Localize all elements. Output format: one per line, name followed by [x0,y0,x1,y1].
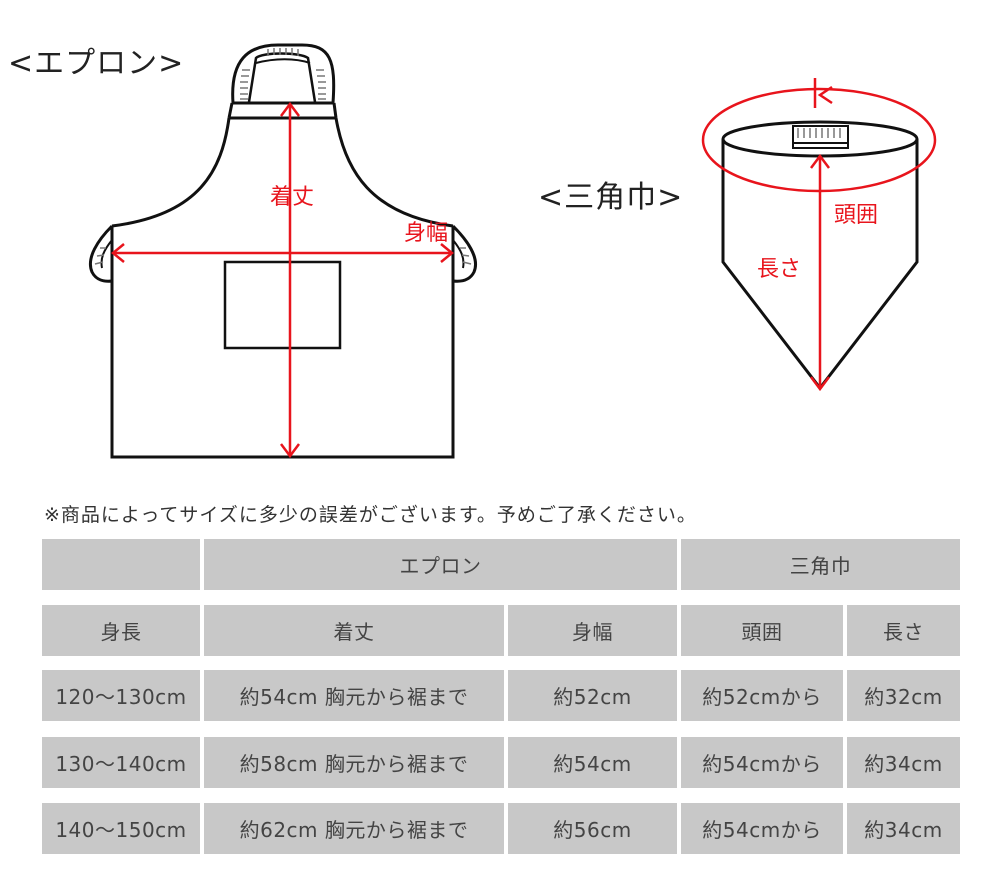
cell-cap-length: 約34cm [847,737,960,788]
cell-height: 130〜140cm [42,737,200,788]
column-header-head-circumference: 頭囲 [681,605,843,656]
group-header-empty [42,539,200,590]
cell-cap-length: 約34cm [847,803,960,854]
size-tolerance-note: ※商品によってサイズに多少の誤差がございます。予めご了承ください。 [44,504,697,526]
cell-cap-length: 約32cm [847,670,960,721]
cap-length-label: 長さ [757,257,801,282]
column-header-apron-length: 着丈 [204,605,504,656]
triangle-cap-title: <三角巾> [538,180,684,215]
cell-head-circumference: 約52cmから [681,670,843,721]
apron-title: <エプロン> [8,46,185,81]
cell-head-circumference: 約54cmから [681,737,843,788]
column-header-apron-width: 身幅 [508,605,677,656]
group-header-triangle-cap: 三角巾 [681,539,960,590]
apron-illustration [89,43,477,459]
cell-height: 140〜150cm [42,803,200,854]
size-diagram: 着丈 身幅 頭囲 長さ [89,43,937,459]
group-header-apron: エプロン [204,539,677,590]
apron-strap-stitch [94,48,472,265]
cell-apron-width: 約56cm [508,803,677,854]
cell-head-circumference: 約54cmから [681,803,843,854]
cell-apron-width: 約52cm [508,670,677,721]
cap-circumference-label: 頭囲 [834,203,878,228]
cap-measure-arrows [701,78,937,392]
cell-height: 120〜130cm [42,670,200,721]
column-header-height: 身長 [42,605,200,656]
column-header-cap-length: 長さ [847,605,960,656]
apron-length-label: 着丈 [270,185,314,210]
cap-band-stitch [797,128,841,138]
apron-width-label: 身幅 [404,221,448,246]
cell-apron-length: 約62cm 胸元から裾まで [204,803,504,854]
apron-measure-arrows [111,101,454,459]
cell-apron-width: 約54cm [508,737,677,788]
cell-apron-length: 約54cm 胸元から裾まで [204,670,504,721]
cell-apron-length: 約58cm 胸元から裾まで [204,737,504,788]
